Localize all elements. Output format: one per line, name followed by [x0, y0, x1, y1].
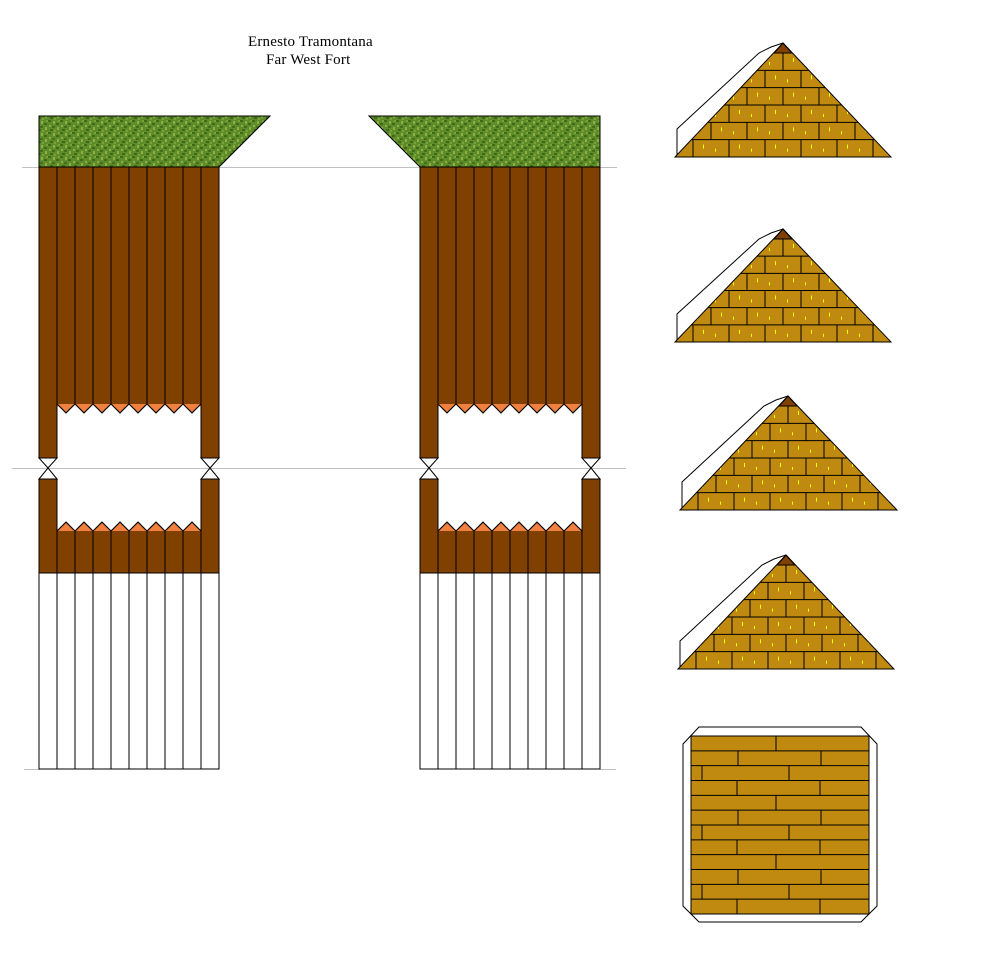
grass-top [367, 115, 601, 168]
title-subject: Far West Fort [266, 52, 351, 68]
roof-panel-1 [673, 42, 893, 158]
roof-panels [673, 42, 899, 670]
palisade-wall-left [37, 115, 272, 770]
floor-panel [682, 726, 878, 923]
palisade-wall-right [367, 115, 602, 770]
grass-top [38, 115, 272, 168]
roof-panel-3 [678, 395, 899, 511]
roof-panel-2 [673, 228, 893, 343]
title-author: Ernesto Tramontana [248, 34, 373, 50]
roof-panel-4 [676, 554, 896, 670]
